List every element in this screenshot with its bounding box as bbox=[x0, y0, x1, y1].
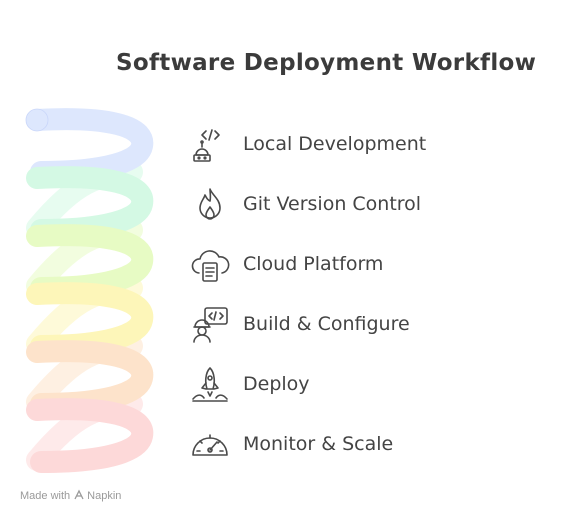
spiral-graphic bbox=[25, 108, 154, 473]
spiral-arc bbox=[26, 398, 154, 473]
step-monitor-scale: Monitor & Scale bbox=[190, 425, 550, 465]
step-build-configure: Build & Configure bbox=[190, 305, 550, 345]
step-cloud-platform: Cloud Platform bbox=[190, 245, 550, 285]
spiral-arc bbox=[26, 108, 154, 183]
flame-icon bbox=[190, 185, 230, 225]
made-with-napkin[interactable]: Made with Napkin bbox=[20, 489, 121, 502]
rocket-launch-icon bbox=[190, 365, 230, 405]
footer-brand: Napkin bbox=[87, 490, 122, 502]
step-deploy: Deploy bbox=[190, 365, 550, 405]
step-label: Git Version Control bbox=[243, 193, 422, 215]
code-robot-icon bbox=[190, 125, 230, 165]
step-git-version-control: Git Version Control bbox=[190, 185, 550, 225]
speedometer-icon bbox=[190, 425, 230, 465]
step-label: Deploy bbox=[243, 373, 310, 395]
diagram-title: Software Deployment Workflow bbox=[116, 50, 537, 76]
step-label: Cloud Platform bbox=[243, 253, 384, 275]
step-label: Local Development bbox=[243, 133, 427, 155]
napkin-logo-icon bbox=[74, 489, 84, 500]
step-local-development: Local Development bbox=[190, 125, 550, 165]
cloud-document-icon bbox=[190, 245, 230, 285]
engineer-code-icon bbox=[190, 305, 230, 345]
spiral-cap bbox=[25, 108, 49, 132]
step-label: Monitor & Scale bbox=[243, 433, 394, 455]
step-label: Build & Configure bbox=[243, 313, 410, 335]
footer-prefix: Made with bbox=[20, 490, 71, 502]
